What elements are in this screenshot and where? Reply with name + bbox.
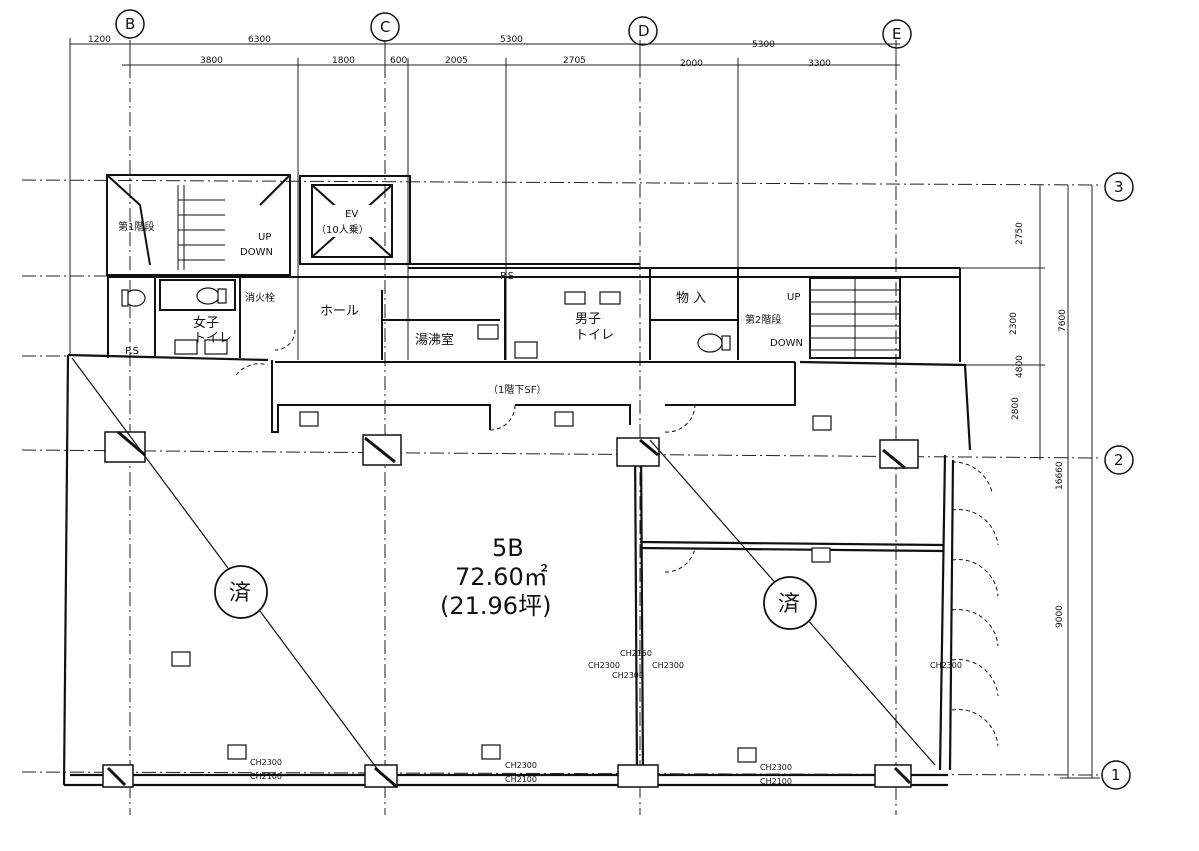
note-ch9: CH2300 bbox=[652, 661, 684, 670]
note-ch1: CH2300 bbox=[250, 758, 282, 767]
ceiling-symbols bbox=[171, 411, 832, 763]
contracted-text-right: 済 bbox=[778, 592, 800, 617]
label-kitchen: 湯沸室 bbox=[415, 332, 454, 348]
label-up2: UP bbox=[787, 292, 800, 303]
dim-top2-4: 2005 bbox=[445, 56, 468, 66]
grid-label-1: 1 bbox=[1111, 766, 1121, 784]
contracted-text-left: 済 bbox=[229, 581, 251, 606]
label-ev: EV bbox=[345, 209, 358, 220]
core-walls bbox=[106, 174, 961, 362]
dim-top2-2: 1800 bbox=[332, 56, 355, 66]
label-ps-top: P.S bbox=[500, 271, 514, 282]
grid-label-e: E bbox=[892, 25, 901, 43]
label-down2: DOWN bbox=[770, 338, 803, 349]
unit-tsubo: (21.96坪) bbox=[440, 592, 551, 620]
label-storage: 物 入 bbox=[676, 291, 706, 306]
label-stair1: 第1階段 bbox=[118, 220, 154, 233]
note-ch2: CH2100 bbox=[250, 772, 282, 781]
unit-area: 72.60㎡ bbox=[455, 563, 548, 591]
dim-top2-5: 2705 bbox=[563, 56, 586, 66]
dim-top-3: 5300 bbox=[500, 35, 523, 45]
label-up1: UP bbox=[258, 232, 271, 243]
top-dimension-lines bbox=[69, 38, 900, 360]
grid-lines bbox=[21, 40, 1101, 815]
label-hall: ホール bbox=[320, 304, 359, 319]
dim-right-5: 7600 bbox=[1058, 309, 1068, 332]
note-ch3: CH2300 bbox=[505, 761, 537, 770]
note-ch10: CH2300 bbox=[612, 671, 644, 680]
dim-top-1: 1200 bbox=[88, 35, 111, 45]
label-men-wc-2: トイレ bbox=[575, 328, 614, 343]
label-down1: DOWN bbox=[240, 247, 273, 258]
outer-walls bbox=[62, 353, 972, 787]
label-women-wc-2: トイレ bbox=[193, 331, 232, 346]
dim-right-2: 2300 bbox=[1009, 312, 1019, 335]
label-men-wc-1: 男子 bbox=[575, 312, 601, 327]
unit-name: 5B bbox=[492, 534, 524, 562]
grid-bubbles bbox=[115, 9, 1134, 790]
label-ev-cap: （10人乗） bbox=[316, 224, 369, 236]
dim-right-6: 16660 bbox=[1055, 461, 1065, 490]
door-swings bbox=[235, 329, 999, 747]
corridor-walls bbox=[271, 360, 796, 433]
label-hydrant: 消火栓 bbox=[245, 291, 275, 304]
dim-top-2: 6300 bbox=[248, 35, 271, 45]
contracted-mark-left bbox=[214, 565, 268, 619]
dim-right-3: 4800 bbox=[1015, 355, 1025, 378]
note-ch8: CH2300 bbox=[588, 661, 620, 670]
note-ch7: CH2150 bbox=[620, 649, 652, 658]
dim-top2-3: 600 bbox=[390, 56, 407, 66]
note-ch4: CH2100 bbox=[505, 775, 537, 784]
dim-right-7: 9000 bbox=[1055, 605, 1065, 628]
label-ps-left: P.S bbox=[125, 346, 139, 357]
toilet-fixtures bbox=[121, 287, 731, 359]
ev-label-box bbox=[318, 205, 384, 237]
dim-top-4: 5300 bbox=[752, 40, 775, 50]
grid-label-d: D bbox=[638, 22, 650, 40]
label-corridor: （1階下SF） bbox=[488, 384, 546, 396]
dim-top2-6: 2000 bbox=[680, 59, 703, 69]
note-ch5: CH2300 bbox=[760, 763, 792, 772]
grid-label-b: B bbox=[125, 15, 135, 33]
dim-right-1: 2750 bbox=[1015, 222, 1025, 245]
dim-top2-7: 3300 bbox=[808, 59, 831, 69]
stair-steps bbox=[177, 185, 900, 358]
dim-top2-1: 3800 bbox=[200, 56, 223, 66]
contracted-mark-right bbox=[763, 576, 817, 630]
dim-right-4: 2800 bbox=[1011, 397, 1021, 420]
right-dimension-lines bbox=[930, 185, 1100, 779]
grid-label-3: 3 bbox=[1114, 178, 1124, 196]
grid-label-2: 2 bbox=[1114, 451, 1124, 469]
label-stair2: 第2階段 bbox=[745, 313, 781, 326]
grid-label-c: C bbox=[380, 18, 390, 36]
note-ch6: CH2100 bbox=[760, 777, 792, 786]
label-women-wc-1: 女子 bbox=[193, 315, 219, 331]
note-ch11: CH2300 bbox=[930, 661, 962, 670]
